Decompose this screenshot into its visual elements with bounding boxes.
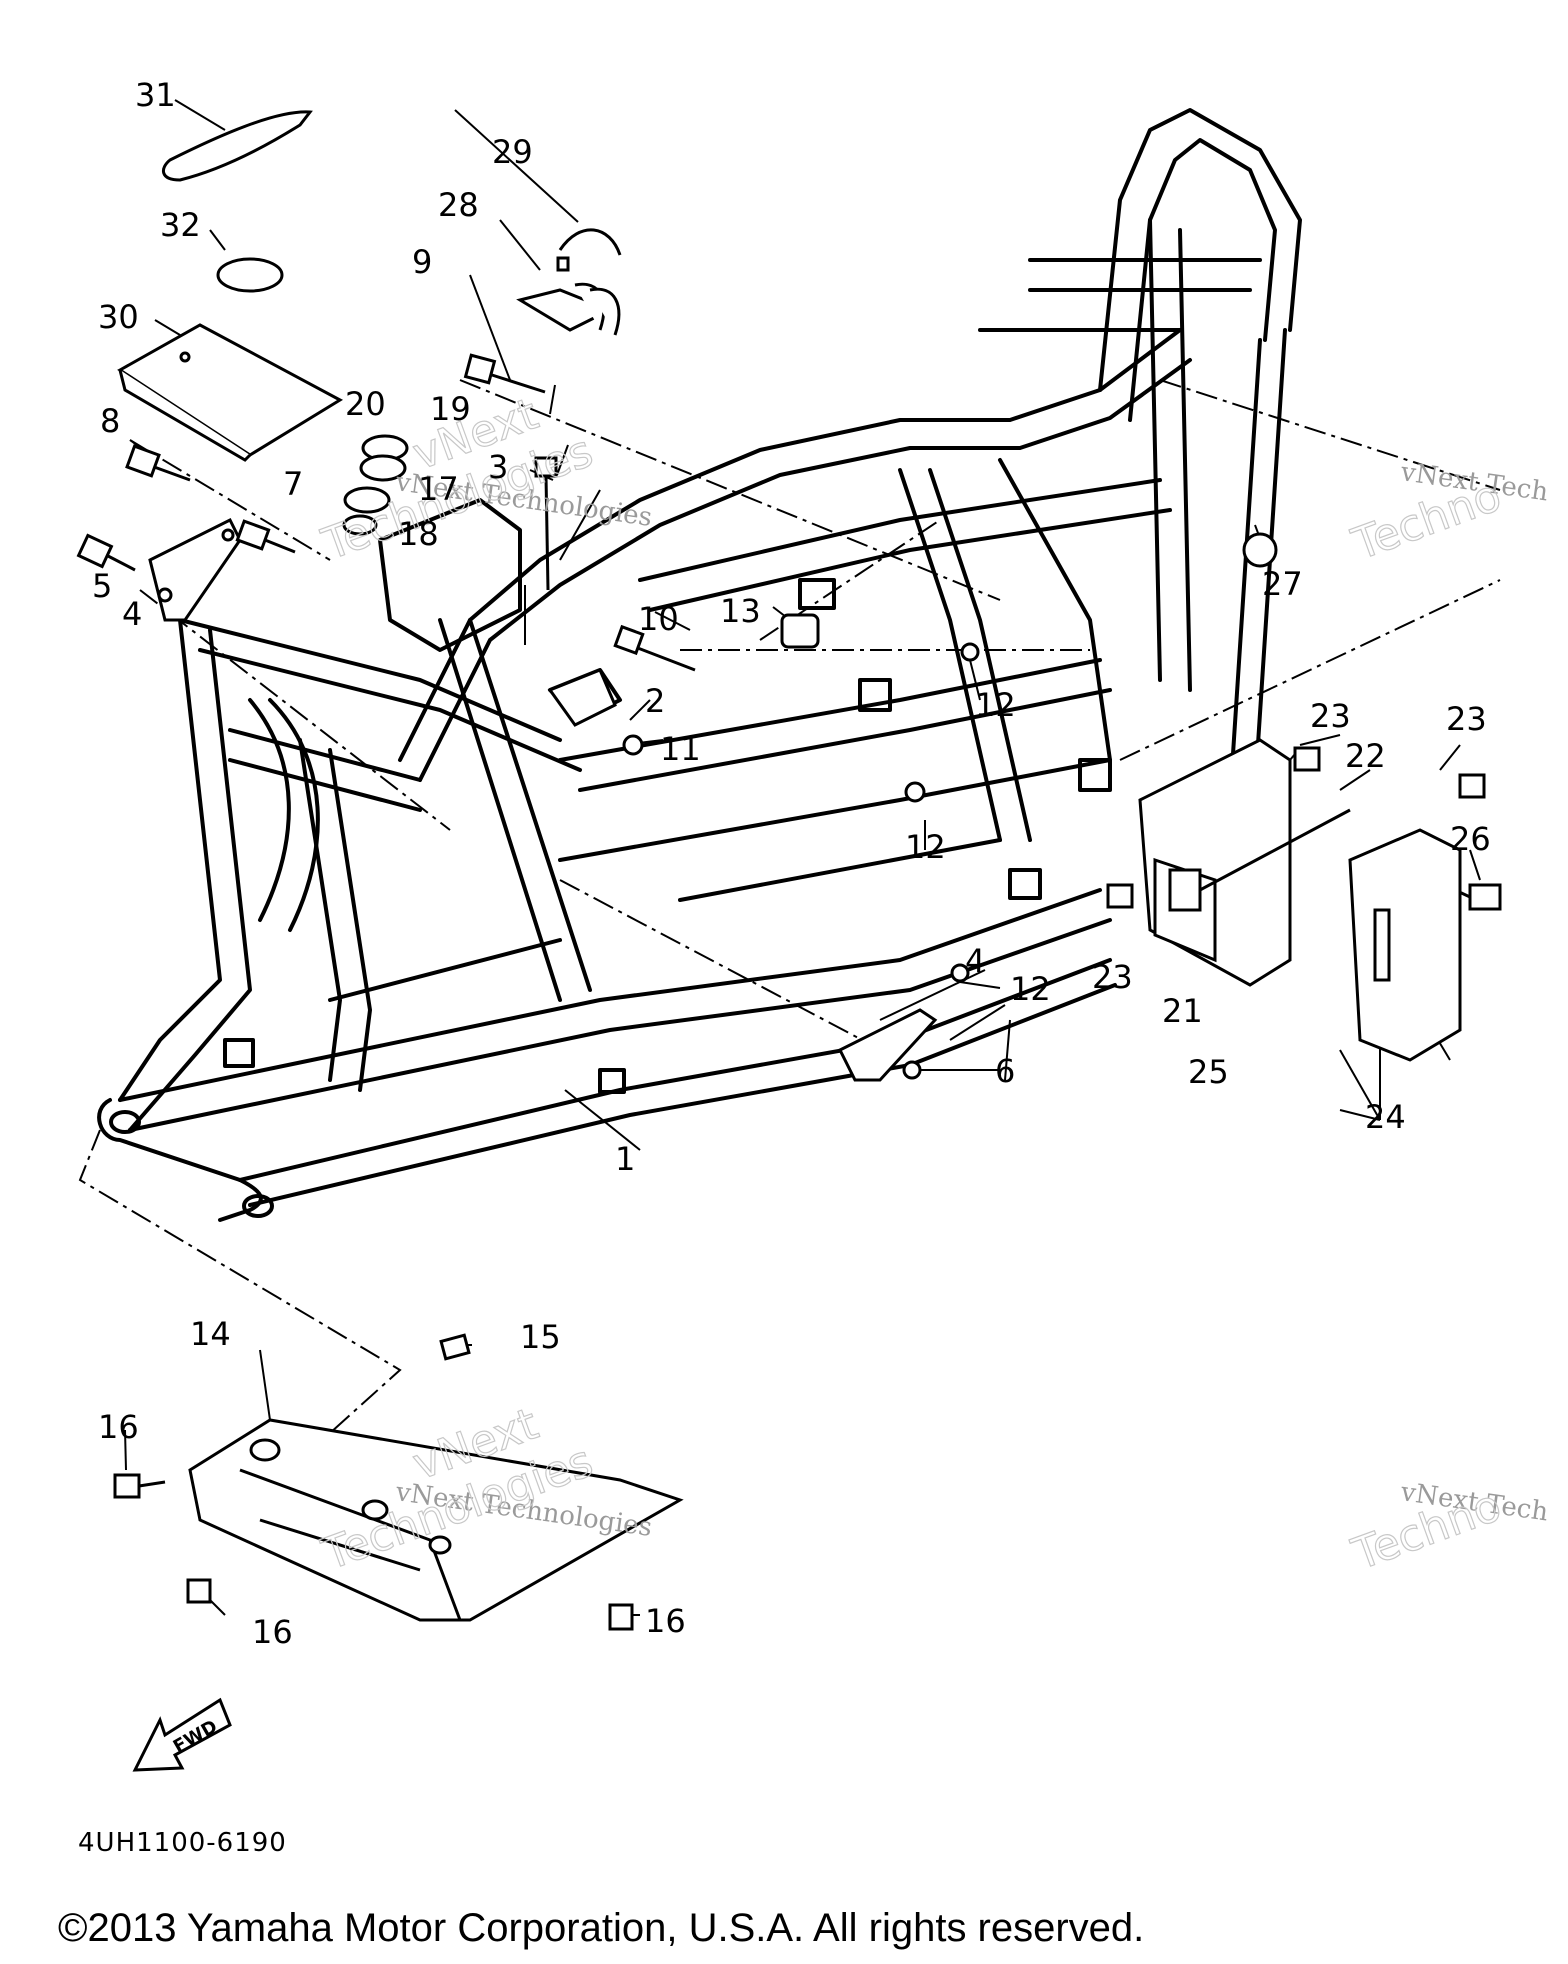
callouts: 1 2 3 4 4 5 6 7 8 9 10 11 12 12 12 12 13… bbox=[92, 76, 1491, 1651]
callout-label: 12 bbox=[975, 686, 1016, 724]
callout-label: 16 bbox=[98, 1408, 139, 1446]
callout-label: 25 bbox=[1188, 1053, 1229, 1091]
main-frame bbox=[97, 108, 1302, 1222]
callout-label: 27 bbox=[1262, 565, 1303, 603]
callout-label: 29 bbox=[492, 133, 533, 171]
callout-label: 23 bbox=[1092, 958, 1133, 996]
callout-label: 26 bbox=[1450, 820, 1491, 858]
small-parts bbox=[76, 110, 1502, 1631]
callout-label: 6 bbox=[995, 1052, 1015, 1090]
callout-label: 9 bbox=[412, 243, 432, 281]
callout-label: 8 bbox=[100, 402, 120, 440]
copyright-notice: ©2013 Yamaha Motor Corporation, U.S.A. A… bbox=[58, 1906, 1145, 1950]
callout-label: 4 bbox=[122, 595, 142, 633]
callout-label: 19 bbox=[430, 390, 471, 428]
callout-label: 31 bbox=[135, 76, 176, 114]
callout-label: 32 bbox=[160, 206, 201, 244]
callout-label: 10 bbox=[638, 600, 679, 638]
callout-label: 22 bbox=[1345, 737, 1386, 775]
callout-label: 23 bbox=[1446, 700, 1487, 738]
callout-label: 30 bbox=[98, 298, 139, 336]
callout-label: 4 bbox=[965, 942, 985, 980]
callout-label: 1 bbox=[615, 1140, 635, 1178]
callout-label: 24 bbox=[1365, 1098, 1406, 1136]
callout-label: 5 bbox=[92, 567, 112, 605]
callout-label: 16 bbox=[645, 1602, 686, 1640]
callout-label: 28 bbox=[438, 186, 479, 224]
callout-label: 12 bbox=[905, 828, 946, 866]
callout-label: 12 bbox=[1010, 970, 1051, 1008]
leader-lines bbox=[78, 379, 1501, 1461]
callout-label: 21 bbox=[1162, 992, 1203, 1030]
callout-label: 14 bbox=[190, 1315, 231, 1353]
callout-label: 23 bbox=[1310, 697, 1351, 735]
callout-label: 11 bbox=[660, 730, 701, 768]
callout-label: 16 bbox=[252, 1613, 293, 1651]
callout-label: 15 bbox=[520, 1318, 561, 1356]
callout-label: 3 bbox=[488, 448, 508, 486]
callout-label: 17 bbox=[418, 470, 459, 508]
callout-label: 20 bbox=[345, 385, 386, 423]
callout-label: 13 bbox=[720, 592, 761, 630]
callout-label: 7 bbox=[283, 465, 303, 503]
callout-label: 18 bbox=[398, 515, 439, 553]
part-code: 4UH1100-6190 bbox=[78, 1828, 287, 1858]
fwd-arrow-icon: FWD bbox=[132, 1697, 232, 1772]
callout-label: 2 bbox=[645, 682, 665, 720]
